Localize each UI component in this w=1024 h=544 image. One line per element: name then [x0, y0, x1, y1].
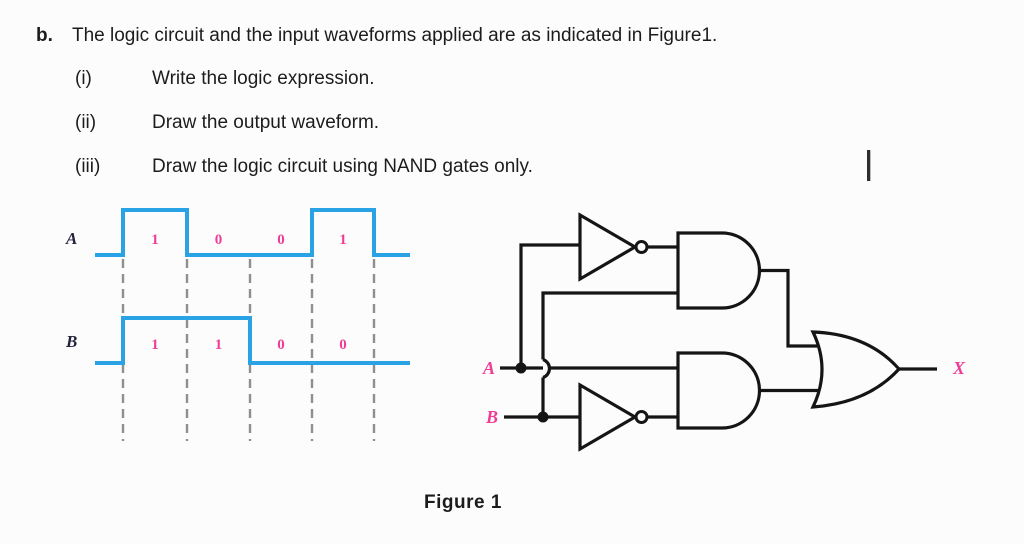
subitem-i-text: Write the logic expression.: [152, 68, 375, 89]
wire-a-to-not: [519, 243, 580, 368]
junction-dot-b: [537, 411, 549, 423]
text-cursor: [867, 150, 870, 181]
waveform-digit: 1: [215, 337, 223, 353]
circuit-output-label-x: X: [952, 358, 966, 378]
not-bubble-top-icon: [634, 240, 649, 254]
not-gate-top: [578, 212, 639, 282]
waveform-digits: 1 0 0 1 1 1 0 0: [151, 232, 347, 353]
or-gate: [810, 330, 902, 409]
subitem-ii-text: Draw the output waveform.: [152, 112, 380, 133]
logic-circuit: A B X: [482, 212, 966, 452]
wire-and-top-to-or: [759, 268, 818, 348]
subitem-iii-text: Draw the logic circuit using NAND gates …: [152, 156, 533, 177]
figure-caption: Figure 1: [424, 492, 502, 513]
subitem-ii-num: (ii): [75, 112, 97, 133]
circuit-input-label-a: A: [482, 358, 495, 378]
circuit-input-label-b: B: [485, 407, 498, 427]
question-stem: The logic circuit and the input waveform…: [72, 25, 718, 46]
subitem-iii-num: (iii): [75, 156, 101, 177]
wire-b-to-and-top: [541, 291, 678, 360]
and-gate-top: [676, 231, 762, 310]
not-bubble-bottom-icon: [634, 410, 649, 424]
wire-hop-icon: [542, 357, 552, 380]
waveform-digit: 0: [277, 232, 285, 248]
waveform-digit: 1: [151, 232, 159, 248]
subitem-i-num: (i): [75, 68, 92, 89]
waveform-digit: 0: [277, 337, 285, 353]
waveform-label-a: A: [65, 229, 77, 248]
and-gate-bottom: [676, 351, 762, 430]
waveform-digit: 0: [215, 232, 223, 248]
junction-dot-a: [515, 362, 527, 374]
waveform-digit: 1: [151, 337, 159, 353]
waveform-trace-b: [95, 316, 410, 365]
question-item-label: b.: [36, 25, 53, 46]
waveform-digit: 1: [339, 232, 347, 248]
waveform-digit: 0: [339, 337, 347, 353]
waveform-trace-a: [95, 208, 410, 257]
waveform-label-b: B: [65, 332, 77, 351]
waveform-diagram: A B 1 0 0 1 1 1 0 0: [65, 208, 410, 441]
not-gate-bottom: [578, 382, 639, 452]
